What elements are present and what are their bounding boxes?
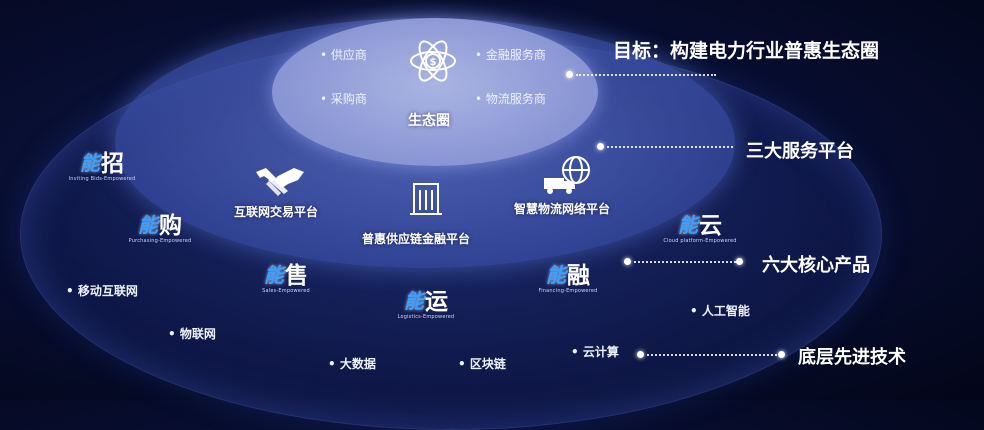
handshake-icon: [256, 168, 304, 196]
product-char: 购: [159, 213, 182, 239]
product-subtitle: Logistics-Empowered: [397, 314, 455, 320]
product-char: 招: [101, 151, 124, 177]
svg-text:$: $: [430, 57, 437, 68]
product-subtitle: Inviting Bids-Empowered: [68, 176, 136, 182]
product-char: 云: [699, 213, 722, 239]
goal-connector-dot: [566, 71, 573, 78]
platform-label-logistics: 智慧物流网络平台: [514, 202, 611, 216]
product-logo: 能: [264, 262, 284, 287]
product-char: 运: [425, 289, 448, 315]
technology-big-data: 大数据: [328, 355, 376, 372]
product-subtitle: Purchasing-Empowered: [128, 238, 192, 244]
products-connector-dot: [624, 258, 631, 265]
platforms-connector-line: [607, 146, 733, 148]
product-subtitle: Cloud platform-Empowered: [663, 238, 737, 244]
platform-label-supply-chain-finance: 普惠供应链金融平台: [362, 232, 471, 246]
product-logo: 能: [404, 288, 424, 313]
technology-connector-dot: [637, 351, 644, 358]
product-purchasing: 能购 Purchasing-Empowered: [124, 206, 196, 245]
product-financing: 能融 Financing-Empowered: [532, 256, 604, 295]
ecosystem-member-purchaser: 采购商: [320, 90, 367, 107]
platforms-connector-dot: [597, 143, 604, 150]
layer-label-platforms: 三大服务平台: [746, 141, 854, 162]
product-bidding: 能招 Inviting Bids-Empowered: [66, 144, 138, 183]
ecosystem-member-finance-provider: 金融服务商: [475, 46, 546, 63]
ecosystem-member-logistics-provider: 物流服务商: [475, 90, 546, 107]
truck-globe-icon: [544, 156, 590, 194]
building-icon: [410, 183, 442, 215]
technology-iot: 物联网: [168, 325, 216, 342]
product-subtitle: Financing-Empowered: [538, 288, 598, 294]
product-logo: 能: [80, 150, 100, 175]
products-connector-dot-end: [736, 258, 743, 265]
product-cloud: 能云 Cloud platform-Empowered: [660, 206, 740, 245]
product-logo: 能: [546, 262, 566, 287]
product-logo: 能: [138, 212, 158, 237]
technology-connector-line: [647, 354, 777, 356]
product-logo: 能: [678, 212, 698, 237]
technology-ai: 人工智能: [690, 302, 750, 319]
product-char: 售: [285, 263, 308, 289]
layer-label-products: 六大核心产品: [762, 255, 870, 276]
atom-dollar-icon: $: [410, 40, 456, 82]
goal-connector-line: [576, 74, 716, 76]
product-logistics: 能运 Logistics-Empowered: [390, 282, 462, 321]
products-connector-line: [634, 261, 736, 263]
technology-blockchain: 区块链: [458, 355, 506, 372]
product-subtitle: Sales-Empowered: [262, 288, 310, 294]
goal-title: 目标：构建电力行业普惠生态圈: [613, 40, 880, 62]
technology-connector-dot-end: [778, 351, 785, 358]
layer-label-technology: 底层先进技术: [798, 347, 906, 368]
product-sales: 能售 Sales-Empowered: [250, 256, 322, 295]
platform-label-trading: 互联网交易平台: [234, 205, 319, 219]
ecosystem-center-label: 生态圈: [408, 113, 450, 129]
technology-mobile-internet: 移动互联网: [66, 282, 138, 299]
ecosystem-member-supplier: 供应商: [320, 46, 367, 63]
technology-cloud-computing: 云计算: [571, 343, 619, 360]
product-char: 融: [567, 263, 590, 289]
